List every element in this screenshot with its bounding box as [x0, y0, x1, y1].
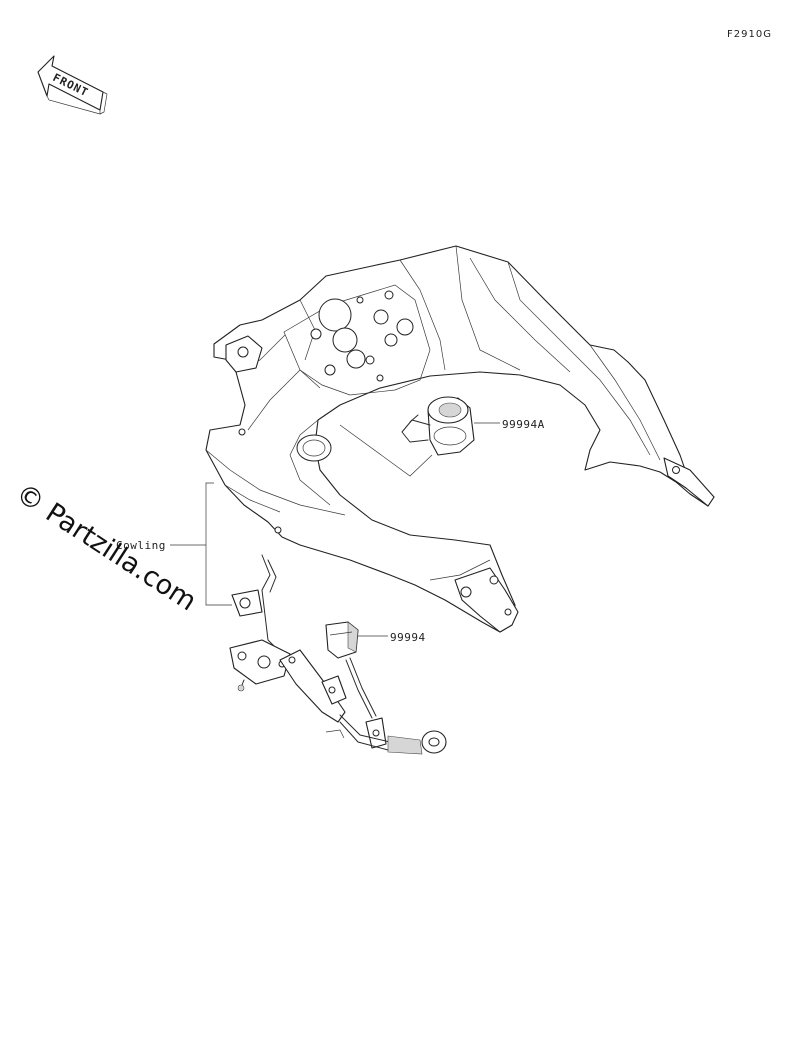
front-arrow-icon: FRONT — [37, 55, 108, 115]
callout-99994: 99994 — [390, 631, 426, 644]
watermark: © Partzilla.com — [10, 478, 202, 617]
socket-part-99994a — [401, 396, 475, 456]
callout-cowling: Cowling — [116, 539, 166, 552]
cowling-part — [205, 245, 715, 633]
connector-part-99994 — [325, 621, 359, 659]
callout-99994a: 99994A — [502, 418, 545, 431]
leader-socket-to-cowling — [339, 424, 433, 477]
bracket-harness-part — [229, 554, 447, 755]
leader-cowling-bracket — [205, 482, 232, 606]
figure-code: F2910G — [727, 29, 772, 40]
